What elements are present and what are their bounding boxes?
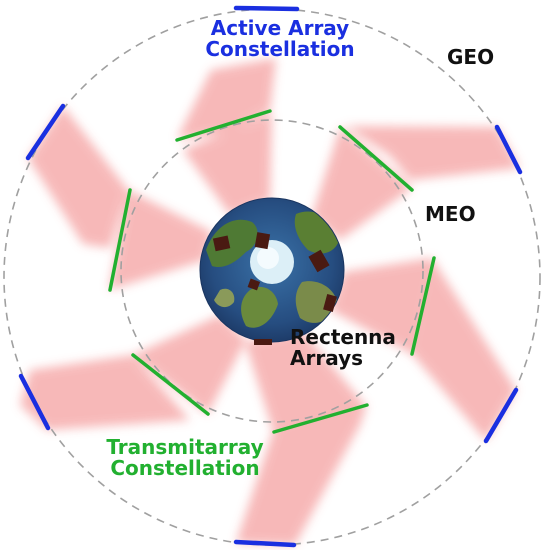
transmitarray-upper-right bbox=[338, 125, 414, 192]
beam-geo-lower-left bbox=[20, 355, 190, 430]
beam-geo-upper-right bbox=[345, 126, 520, 180]
rectenna-array-icon bbox=[212, 232, 337, 345]
beam-meo-bottom bbox=[245, 330, 365, 431]
rectenna-label-line2: Arrays bbox=[290, 346, 364, 370]
beam-geo-left bbox=[28, 106, 128, 248]
geo-label: GEO bbox=[447, 45, 495, 69]
transmitarray-label-line2: Constellation bbox=[110, 456, 260, 480]
transmitarray-top bbox=[175, 109, 272, 142]
beam-geo-lower-right bbox=[412, 258, 516, 441]
active-array-label: Active Array Constellation bbox=[180, 18, 380, 60]
active-array-bottom bbox=[233, 539, 297, 548]
beam-meo-top bbox=[183, 113, 272, 215]
beam-geo-bottom bbox=[236, 404, 367, 545]
active-array-upper-right bbox=[494, 124, 523, 175]
transmitarray-label: Transmitarray Constellation bbox=[95, 437, 275, 479]
transmitarray-constellation bbox=[108, 109, 436, 434]
active-array-constellation bbox=[18, 5, 523, 548]
beam-meo-lower-right bbox=[330, 258, 432, 354]
rectenna-label: Rectenna Arrays bbox=[290, 327, 396, 369]
active-array-label-line2: Constellation bbox=[205, 37, 355, 61]
active-array-top bbox=[233, 5, 300, 12]
rectenna-label-line1: Rectenna bbox=[290, 325, 396, 349]
meo-orbit bbox=[120, 119, 424, 423]
transmitarray-lower-left bbox=[131, 353, 210, 416]
transmitarray-lower-right bbox=[410, 256, 436, 356]
active-array-lower-left bbox=[18, 373, 51, 431]
active-array-label-line1: Active Array bbox=[210, 16, 350, 40]
power-beams bbox=[20, 58, 520, 545]
active-array-upper-left bbox=[25, 103, 66, 161]
beam-meo-left bbox=[109, 190, 212, 290]
beam-geo-top bbox=[177, 58, 276, 139]
beam-meo-upper-right bbox=[312, 127, 412, 240]
transmitarray-left bbox=[108, 188, 132, 292]
transmitarray-bottom bbox=[272, 403, 369, 434]
meo-label: MEO bbox=[425, 202, 476, 226]
transmitarray-label-line1: Transmitarray bbox=[106, 435, 264, 459]
beam-meo-lower-left bbox=[133, 315, 246, 414]
earth-globe-icon bbox=[199, 197, 345, 343]
active-array-lower-right bbox=[483, 387, 519, 444]
